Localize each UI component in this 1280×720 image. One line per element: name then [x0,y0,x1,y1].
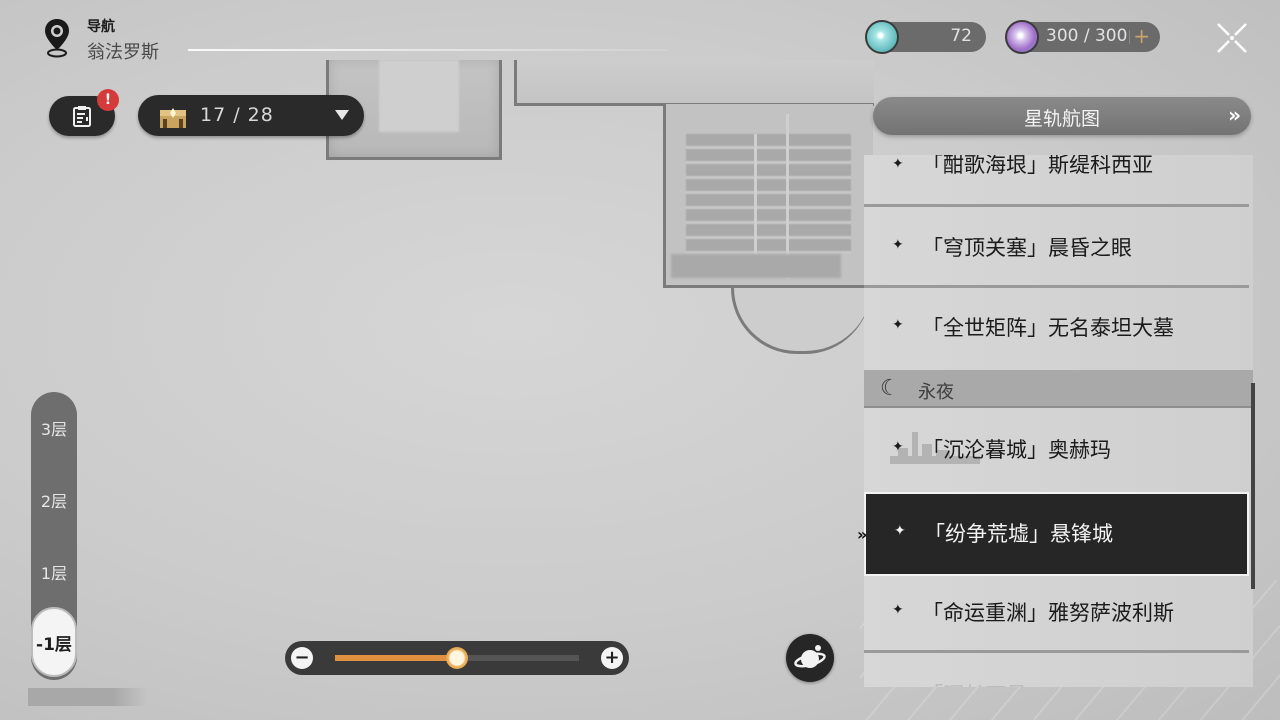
floor-2-button[interactable]: 2层 [40,492,68,511]
location-name: 「沉沦暮城」奥赫玛 [922,438,1111,462]
location-name: 「纷争荒墟」悬锋城 [924,522,1113,546]
crescent-moon-icon: ☾ [880,376,900,401]
star-icon: ✦ [892,439,904,455]
trailblaze-power-counter[interactable]: 300 / 300 + [1005,20,1160,54]
nav-place-name: 翁法罗斯 [87,42,159,63]
list-scrollbar[interactable] [1251,383,1255,589]
list-item[interactable]: ✦ 「命运重渊」雅努萨波利斯 [864,573,1249,653]
planet-icon [794,645,826,668]
location-name: 「全世矩阵」无名泰坦大墓 [922,316,1174,340]
location-name: 「命运重渊」雅努萨波利斯 [922,601,1174,625]
double-chevron-right-icon: » [1228,103,1241,127]
star-icon: ✦ [892,237,904,253]
floor-selector-shadow [28,688,148,706]
map-corridor [514,60,874,106]
location-name: 「酣歌海垠」斯缇科西亚 [922,155,1153,177]
location-name: 「穹顶关塞」晨昏之眼 [922,236,1132,260]
star-icon: ✦ [892,317,904,333]
zoom-fill [335,655,457,661]
floor-3-button[interactable]: 3层 [40,420,68,439]
zoom-handle[interactable] [446,647,468,669]
floor-1-button[interactable]: 1层 [40,564,68,583]
treasure-chest-icon [160,108,186,128]
location-list[interactable]: ✦ 「酣歌海垠」斯缇科西亚 ✦ 「穹顶关塞」晨昏之眼 ✦ 「全世矩阵」无名泰坦大… [864,155,1253,687]
add-power-button[interactable]: + [1133,24,1150,48]
selected-marker-icon: » [857,525,868,544]
city-skyline-icon [890,432,980,464]
zoom-in-button[interactable]: + [601,647,623,669]
section-header-eternal-night[interactable]: ☾ 永夜 [864,370,1253,408]
stellar-jade-counter: 72 [865,20,986,54]
close-icon[interactable] [1214,20,1250,56]
list-item-selected[interactable]: ✦ 「纷争荒墟」悬锋城 [864,492,1249,576]
star-rail-map-label: 星轨航图 [1023,108,1100,130]
list-item[interactable]: 「晖长石号」…… [864,655,1249,687]
star-rail-map-button[interactable]: 星轨航图 » [873,97,1251,135]
section-label: 永夜 [918,382,954,403]
star-icon: ✦ [894,523,906,539]
chest-count: 17 / 28 [200,104,274,126]
clipboard-icon [73,106,91,127]
divider [188,49,668,51]
zoom-slider: − + [285,641,629,675]
stellar-jade-icon [865,20,899,54]
alert-badge: ! [97,89,119,111]
map-room-round [731,288,871,354]
list-item[interactable]: ✦ 「沉沦暮城」奥赫玛 [864,410,1249,490]
list-item[interactable]: ✦ 「全世矩阵」无名泰坦大墓 [864,288,1249,368]
treasure-chest-counter[interactable]: 17 / 28 [138,95,364,136]
divider [1129,30,1130,44]
map-pin-icon [45,19,69,58]
star-icon: ✦ [892,602,904,618]
zoom-out-button[interactable]: − [291,647,313,669]
floor-b1-button-active[interactable]: -1层 [31,607,77,677]
map-room-grid [663,104,873,288]
location-name: 「晖长石号」…… [922,679,1090,687]
trailblaze-power-value: 300 / 300 [1046,26,1128,46]
list-item[interactable]: ✦ 「酣歌海垠」斯缇科西亚 [864,155,1249,207]
star-icon: ✦ [892,156,904,172]
trailblaze-power-icon [1005,20,1039,54]
nav-label: 导航 [87,19,115,35]
stellar-jade-value: 72 [950,26,972,46]
list-item[interactable]: ✦ 「穹顶关塞」晨昏之眼 [864,208,1249,288]
dropdown-arrow-icon[interactable] [335,110,349,120]
planet-view-button[interactable] [786,634,834,682]
